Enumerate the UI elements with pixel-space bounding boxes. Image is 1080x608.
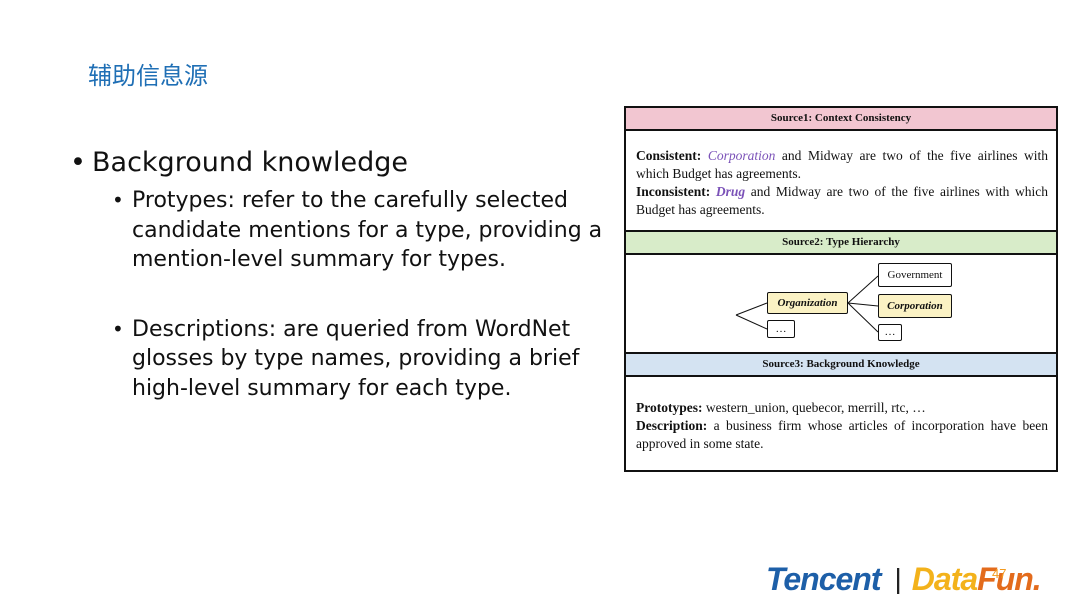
background-knowledge-text: Prototypes: western_union, quebecor, mer… — [636, 399, 1048, 453]
description-label: Description: — [636, 418, 708, 433]
logo-separator: | — [894, 563, 902, 594]
source2-header: Source2: Type Hierarchy — [626, 230, 1056, 255]
hierarchy-connector-lines — [735, 275, 879, 333]
node-government: Government — [878, 263, 952, 287]
inconsistent-entity: Drug — [715, 184, 746, 199]
inconsistent-label: Inconsistent: — [636, 184, 711, 199]
page-number: 47 — [992, 566, 1007, 581]
consistent-sentence: and Midway are two of the five airlines … — [636, 148, 1049, 181]
prototypes-label: Prototypes: — [636, 400, 703, 415]
context-consistency-text: Consistent: Corporation and Midway are t… — [636, 147, 1048, 219]
consistent-label: Consistent: — [636, 148, 702, 163]
node-organization-sibling: … — [767, 320, 795, 338]
prototypes-value: western_union, quebecor, merrill, rtc, … — [702, 400, 926, 415]
description-value: a business firm whose articles of incorp… — [636, 418, 1048, 451]
inconsistent-sentence: and Midway are two of the five airlines … — [636, 184, 1049, 217]
bullet-list: Background knowledge Protypes: refer to … — [70, 146, 610, 403]
footer-logos: Tencent | DataFun. — [766, 560, 1042, 598]
tencent-logo: Tencent — [766, 560, 881, 597]
datafun-logo-data: Data — [911, 560, 978, 597]
bullet-background-knowledge: Background knowledge — [70, 146, 610, 180]
bullet-protypes: Protypes: refer to the carefully selecte… — [110, 186, 610, 275]
slide-title: 辅助信息源 — [88, 62, 208, 90]
datafun-logo-fun: Fun. — [977, 560, 1042, 597]
node-organization: Organization — [767, 292, 848, 314]
auxiliary-sources-figure: Source1: Context Consistency Consistent:… — [624, 106, 1058, 472]
bullet-descriptions: Descriptions: are queried from WordNet g… — [110, 315, 610, 404]
node-corporation-sibling: … — [878, 324, 902, 341]
node-corporation: Corporation — [878, 294, 952, 318]
source1-header: Source1: Context Consistency — [626, 106, 1056, 131]
datafun-logo: DataFun. — [911, 560, 1042, 598]
consistent-entity: Corporation — [707, 148, 776, 163]
source3-header: Source3: Background Knowledge — [626, 352, 1056, 377]
